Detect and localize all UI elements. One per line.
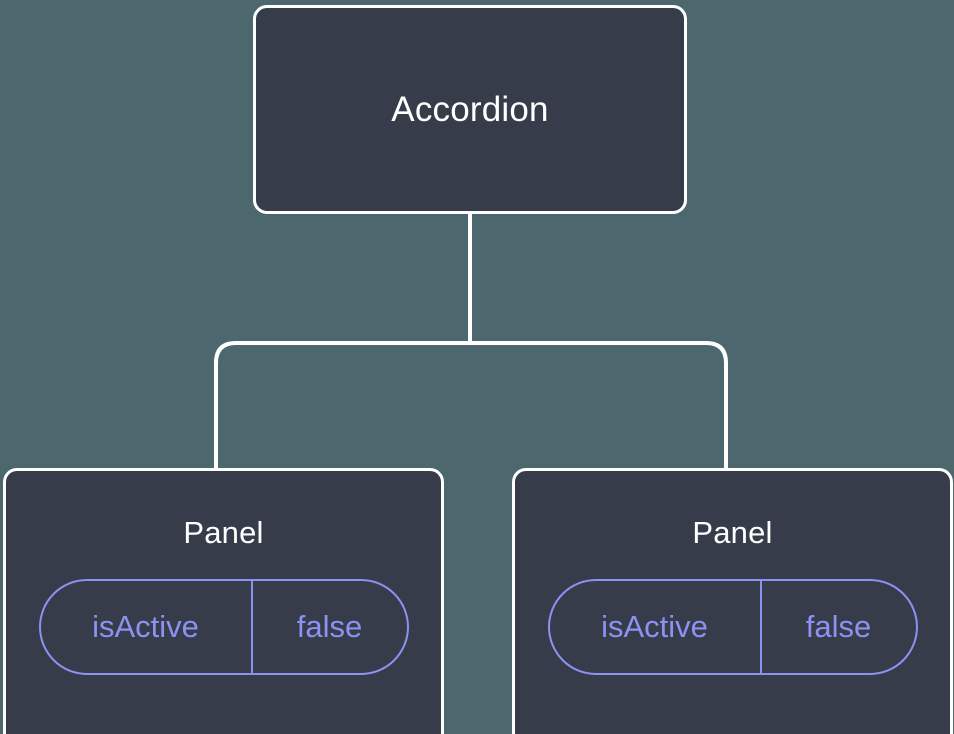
edge-root-to-panel-2 <box>470 341 728 470</box>
node-accordion[interactable]: Accordion <box>253 5 687 214</box>
prop-key-panel-2: isActive <box>550 581 762 673</box>
node-panel-1[interactable]: Panel isActive false <box>3 468 444 734</box>
prop-value-panel-2: false <box>805 609 872 644</box>
edge-root-to-panel-1 <box>214 341 470 470</box>
prop-value-panel-1: false <box>296 609 363 644</box>
prop-key-panel-1: isActive <box>41 581 253 673</box>
prop-badge-panel-1[interactable]: isActive false <box>38 579 409 675</box>
node-panel-2[interactable]: Panel isActive false <box>512 468 953 734</box>
node-accordion-label: Accordion <box>391 89 549 129</box>
node-panel-1-label: Panel <box>183 515 264 550</box>
prop-badge-panel-2[interactable]: isActive false <box>547 579 918 675</box>
node-panel-2-label: Panel <box>692 515 773 550</box>
